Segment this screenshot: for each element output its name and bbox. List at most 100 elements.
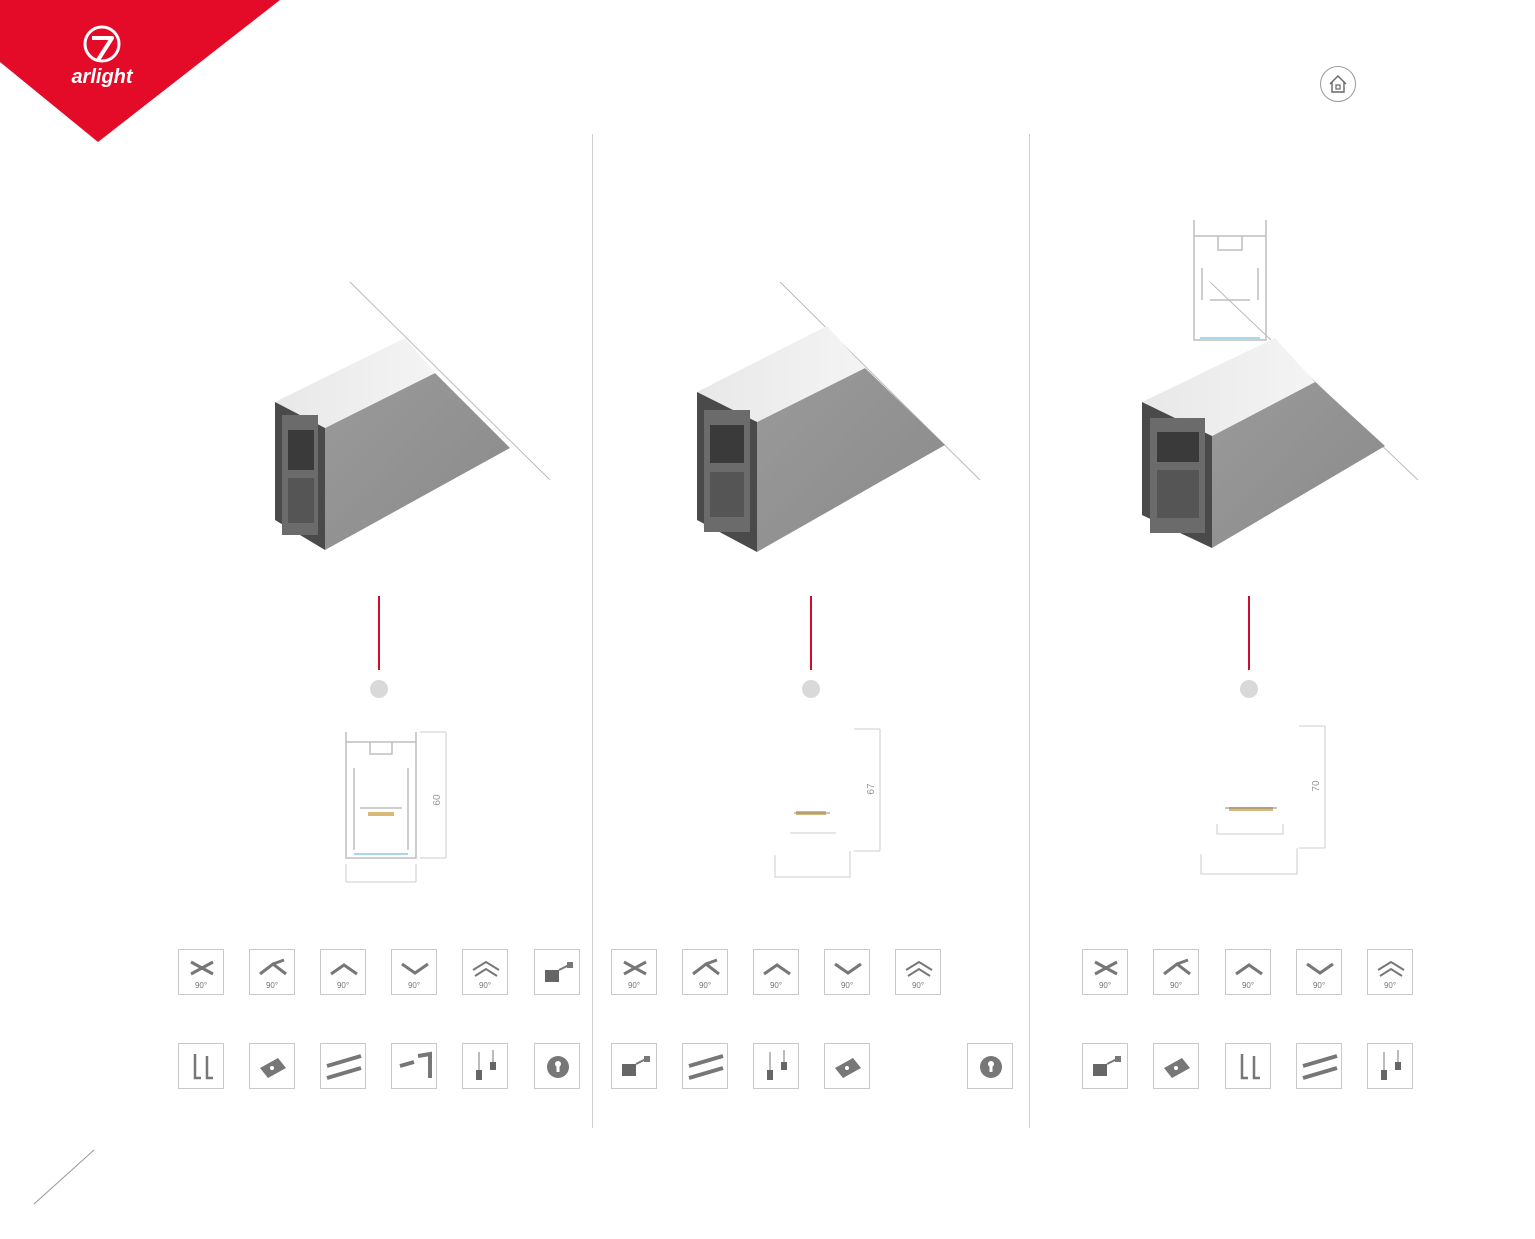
indicator-dot (370, 680, 388, 698)
mounting-bracket-button[interactable] (1153, 1043, 1199, 1089)
angle-label: 90° (1169, 981, 1183, 990)
accent-line (810, 596, 812, 670)
suspension-icon (767, 1050, 787, 1080)
corner-in-button[interactable]: 90° (391, 949, 437, 995)
spring-clip-button[interactable] (178, 1043, 224, 1089)
spring-clip-icon (1240, 1054, 1260, 1080)
spring-clip-button[interactable] (1225, 1043, 1271, 1089)
t-connector-button[interactable]: 90° (249, 949, 295, 995)
angle-label: 90° (911, 981, 925, 990)
cross-section-2: 67 (774, 728, 881, 878)
corner-out-button[interactable]: 90° (1225, 949, 1271, 995)
angle-label: 90° (1383, 981, 1397, 990)
angle-label: 90° (194, 981, 208, 990)
l-connector-icon (399, 1051, 432, 1078)
straight-connector-button[interactable] (1296, 1043, 1342, 1089)
end-cap-hole-button[interactable] (534, 1043, 580, 1089)
spring-clip-icon (193, 1054, 213, 1080)
t-connector-button[interactable]: 90° (682, 949, 728, 995)
svg-text:arlight: arlight (71, 66, 133, 88)
cross-section-1: 60 (345, 731, 447, 883)
corner-out-icon (763, 963, 791, 976)
x-connector-button[interactable]: 90° (1082, 949, 1128, 995)
dimension-height-2: 67 (866, 783, 877, 795)
mounting-bracket-button[interactable] (824, 1043, 870, 1089)
end-cap-icon (545, 962, 573, 982)
end-cap-button[interactable] (1082, 1043, 1128, 1089)
corner-out-icon (1235, 963, 1263, 976)
angle-label: 90° (1312, 981, 1326, 990)
suspension-button[interactable] (753, 1043, 799, 1089)
t-connector-icon (692, 958, 720, 976)
suspension-icon (476, 1050, 496, 1080)
dimension-height-1: 60 (432, 794, 443, 806)
t-connector-icon (259, 958, 287, 976)
x-connector-icon (190, 960, 214, 976)
corner-out-button[interactable]: 90° (320, 949, 366, 995)
corner-in-button[interactable]: 90° (1296, 949, 1342, 995)
angle-label: 90° (407, 981, 421, 990)
straight-connector-icon (326, 1054, 362, 1080)
angle-label: 90° (1241, 981, 1255, 990)
brand-logo: arlight (0, 0, 280, 142)
suspension-icon (1381, 1050, 1401, 1080)
end-cap-button[interactable] (611, 1043, 657, 1089)
angle-label: 90° (840, 981, 854, 990)
mounting-bracket-icon (260, 1058, 286, 1078)
profile-render-3 (1142, 220, 1419, 548)
end-cap-button[interactable] (534, 949, 580, 995)
corner-in-icon (1306, 962, 1334, 975)
end-cap-hole-button[interactable] (967, 1043, 1013, 1089)
corner-up-button[interactable]: 90° (895, 949, 941, 995)
indicator-dot (802, 680, 820, 698)
accent-line (378, 596, 380, 670)
straight-connector-icon (688, 1054, 724, 1080)
suspension-button[interactable] (462, 1043, 508, 1089)
suspension-button[interactable] (1367, 1043, 1413, 1089)
cross-section-3: 70 (1200, 725, 1326, 875)
angle-label: 90° (627, 981, 641, 990)
straight-connector-button[interactable] (682, 1043, 728, 1089)
mounting-bracket-icon (1164, 1058, 1190, 1078)
angle-label: 90° (336, 981, 350, 990)
mounting-bracket-icon (835, 1058, 861, 1078)
angle-label: 90° (769, 981, 783, 990)
corner-out-button[interactable]: 90° (753, 949, 799, 995)
end-cap-icon (622, 1056, 650, 1076)
corner-up-icon (472, 960, 500, 977)
x-connector-button[interactable]: 90° (178, 949, 224, 995)
home-icon (1329, 75, 1347, 93)
column-divider (1029, 134, 1030, 1128)
end-cap-icon (1093, 1056, 1121, 1076)
home-button[interactable] (1320, 66, 1356, 102)
x-connector-icon (1094, 960, 1118, 976)
angle-label: 90° (478, 981, 492, 990)
corner-in-button[interactable]: 90° (824, 949, 870, 995)
accent-line (1248, 596, 1250, 670)
indicator-dot (1240, 680, 1258, 698)
t-connector-button[interactable]: 90° (1153, 949, 1199, 995)
angle-label: 90° (698, 981, 712, 990)
x-connector-button[interactable]: 90° (611, 949, 657, 995)
profile-render-1 (275, 281, 551, 550)
t-connector-icon (1163, 958, 1191, 976)
corner-up-button[interactable]: 90° (462, 949, 508, 995)
corner-up-icon (1377, 960, 1405, 977)
decorative-line (33, 1149, 95, 1205)
profile-render-2 (697, 281, 981, 552)
angle-label: 90° (265, 981, 279, 990)
corner-in-icon (834, 962, 862, 975)
x-connector-icon (623, 960, 647, 976)
l-connector-button[interactable] (391, 1043, 437, 1089)
end-cap-hole-icon (547, 1056, 569, 1078)
corner-in-icon (401, 962, 429, 975)
corner-out-icon (330, 963, 358, 976)
straight-connector-icon (1302, 1054, 1338, 1080)
straight-connector-button[interactable] (320, 1043, 366, 1089)
corner-up-button[interactable]: 90° (1367, 949, 1413, 995)
angle-label: 90° (1098, 981, 1112, 990)
mounting-bracket-button[interactable] (249, 1043, 295, 1089)
end-cap-hole-icon (980, 1056, 1002, 1078)
column-divider (592, 134, 593, 1128)
